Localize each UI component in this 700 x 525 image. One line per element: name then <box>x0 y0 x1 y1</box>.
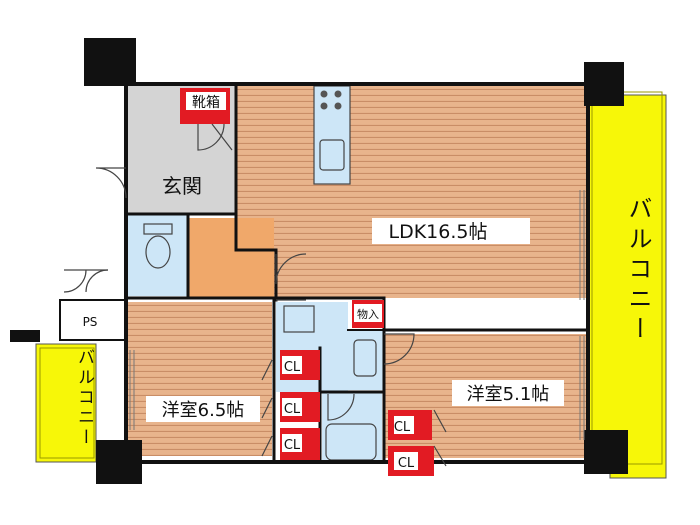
bathtub <box>325 423 377 461</box>
toilet-fixture <box>143 223 173 269</box>
hallway-floor <box>188 218 274 298</box>
washbasin <box>283 305 315 333</box>
washing-machine-pan <box>353 339 377 377</box>
structural-columns <box>10 38 628 484</box>
closet-label: CL <box>284 402 301 417</box>
east-balcony-label: バルコニー <box>624 196 652 346</box>
shoe-box-label: 靴箱 <box>192 95 220 111</box>
closet-label: CL <box>394 420 411 435</box>
western-room-2-label: 洋室5.1帖 <box>467 384 550 405</box>
west-balcony-label: バルコニー <box>74 348 94 448</box>
entrance-label: 玄関 <box>162 174 202 198</box>
kitchen-counter <box>313 85 351 185</box>
closet-2: CL <box>280 392 320 422</box>
ldk-floor-lower <box>276 250 586 298</box>
closet-3: CL <box>280 428 320 460</box>
doors <box>63 123 447 467</box>
closet-label: CL <box>284 438 301 453</box>
closet-label: CL <box>398 456 415 471</box>
pipe-space-label: PS <box>83 315 98 329</box>
closet-1: CL <box>280 350 320 380</box>
western-room-1-floor <box>128 302 272 456</box>
ldk-label: LDK16.5帖 <box>389 221 488 243</box>
windows <box>129 190 585 440</box>
western-room-1-label: 洋室6.5帖 <box>162 400 245 421</box>
storage-label: 物入 <box>357 307 379 321</box>
closet-label: CL <box>284 360 301 375</box>
closet-5: CL <box>388 446 434 476</box>
storage: 物入 <box>352 300 384 328</box>
closet-4: CL <box>388 410 432 440</box>
